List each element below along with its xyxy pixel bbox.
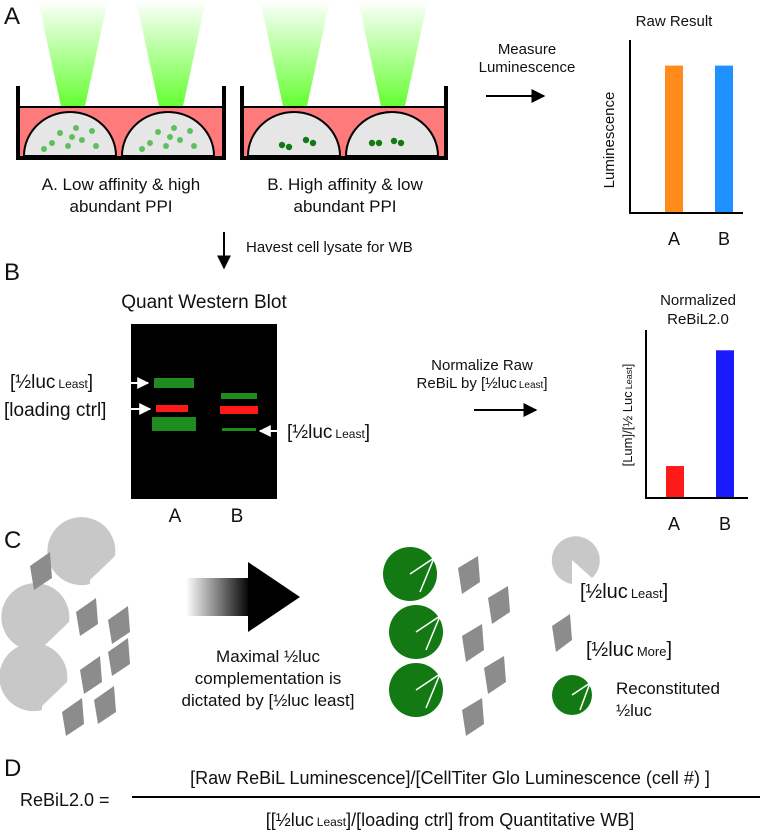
norm-bar-b bbox=[716, 350, 734, 497]
measure-label-line1: Measure bbox=[498, 41, 556, 58]
raw-chart-title: Raw Result bbox=[636, 13, 714, 30]
well-b-label-line1: B. High affinity & low bbox=[267, 175, 423, 194]
formula-numerator: [Raw ReBiL Luminescence]/[CellTiter Glo … bbox=[190, 768, 710, 788]
norm-bar-a bbox=[666, 466, 684, 497]
panel-label-b: B bbox=[4, 259, 20, 286]
raw-chart-ylabel: Luminescence bbox=[601, 92, 618, 189]
well-a-label-line2: abundant PPI bbox=[69, 197, 172, 216]
reconstituted-complexes bbox=[383, 547, 510, 736]
legend-recon-line1: Reconstituted bbox=[616, 679, 720, 698]
norm-chart-tick-a: A bbox=[668, 514, 680, 534]
raw-bar-b bbox=[715, 65, 733, 212]
gradient-arrow-head bbox=[248, 562, 300, 632]
normalize-label-line1: Normalize Raw bbox=[431, 357, 533, 374]
well-b-label-line2: abundant PPI bbox=[293, 197, 396, 216]
panel-label-c: C bbox=[4, 527, 21, 554]
norm-chart-tick-b: B bbox=[719, 514, 731, 534]
well-a bbox=[16, 86, 226, 160]
raw-bar-a bbox=[665, 65, 683, 212]
maximal-line1: Maximal ½luc bbox=[216, 647, 320, 666]
band-a-half-luc bbox=[154, 378, 194, 388]
legend-recon-line2: ½luc bbox=[616, 701, 652, 720]
panel-label-d: D bbox=[4, 755, 21, 782]
norm-chart-title-line2: ReBiL2.0 bbox=[667, 311, 729, 328]
norm-chart-title-line1: Normalized bbox=[660, 292, 736, 309]
blot-lane-a: A bbox=[169, 506, 182, 527]
band-b-upper bbox=[221, 393, 257, 399]
light-beam-1 bbox=[38, 0, 108, 106]
light-beam-2 bbox=[136, 0, 206, 106]
well-b bbox=[240, 86, 448, 160]
raw-chart-tick-b: B bbox=[718, 229, 730, 249]
raw-chart-tick-a: A bbox=[668, 229, 680, 249]
raw-result-chart: Raw Result Luminescence A B bbox=[601, 13, 743, 249]
legend-more-icon bbox=[552, 614, 572, 652]
maximal-line2: complementation is bbox=[195, 669, 341, 688]
band-a-loading bbox=[156, 405, 188, 412]
formula-lhs: ReBiL2.0 = bbox=[20, 790, 110, 810]
western-blot bbox=[126, 324, 282, 499]
legend-least-icon bbox=[551, 536, 600, 584]
separated-halves bbox=[0, 517, 130, 736]
wb-title: Quant Western Blot bbox=[121, 292, 287, 313]
well-a-label-line1: A. Low affinity & high bbox=[42, 175, 200, 194]
band-a-lower bbox=[152, 417, 196, 431]
band-b-loading bbox=[220, 406, 258, 414]
maximal-line3: dictated by [½luc least] bbox=[182, 691, 355, 710]
light-beam-4 bbox=[358, 0, 428, 106]
blot-lane-b: B bbox=[231, 506, 244, 527]
loading-ctrl-label: [loading ctrl] bbox=[4, 400, 106, 421]
harvest-label: Havest cell lysate for WB bbox=[246, 239, 413, 256]
measure-label-line2: Luminescence bbox=[479, 59, 576, 76]
normalized-chart: Normalized ReBiL2.0 [Lum]/[½ LucLeast] A… bbox=[620, 292, 748, 534]
light-beam-3 bbox=[260, 0, 330, 106]
band-b-half-luc bbox=[222, 428, 256, 431]
norm-chart-ylabel: [Lum]/[½ LucLeast] bbox=[620, 364, 635, 467]
gradient-arrow-body bbox=[186, 578, 250, 616]
panel-label-a: A bbox=[4, 3, 20, 30]
